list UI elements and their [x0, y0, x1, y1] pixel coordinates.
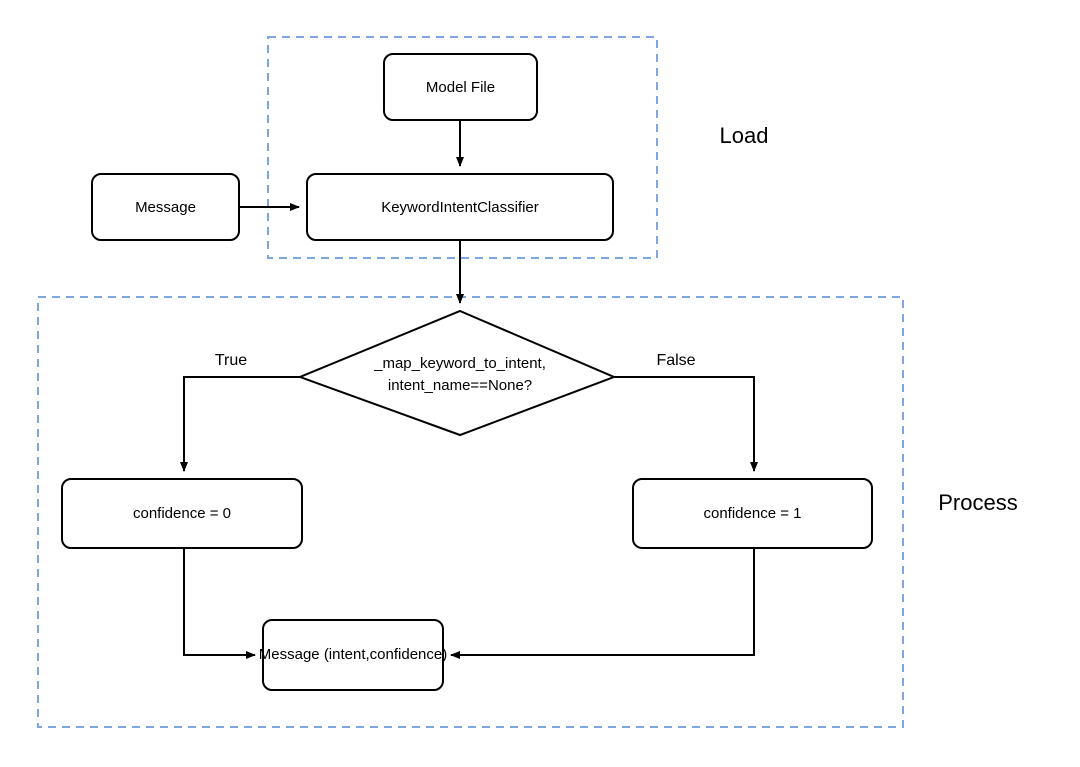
node-model-file-label: Model File — [426, 79, 495, 96]
node-confidence-zero-shape[interactable] — [61, 478, 303, 549]
group-container-load — [267, 36, 658, 259]
edge-confidence-one-to-message-out — [450, 548, 755, 659]
node-confidence-zero[interactable]: confidence = 0 — [61, 478, 303, 549]
group-label-load: Load — [720, 123, 769, 148]
group-label-process: Process — [938, 490, 1017, 515]
edge-label-true: True — [215, 352, 247, 369]
node-message-output-label: Message (intent,confidence) — [259, 646, 447, 663]
node-decision-shape[interactable] — [297, 309, 617, 437]
node-message-input-label: Message — [135, 199, 196, 216]
node-message-input[interactable]: Message — [91, 173, 240, 241]
node-decision-label-line2: intent_name==None? — [388, 377, 532, 394]
node-confidence-one-shape[interactable] — [632, 478, 873, 549]
node-confidence-one-label: confidence = 1 — [704, 505, 802, 522]
node-model-file[interactable]: Model File — [383, 53, 538, 121]
node-confidence-zero-label: confidence = 0 — [133, 505, 231, 522]
edge-confidence-zero-to-message-out — [183, 548, 256, 659]
edge-decision-false-to-confidence-one — [614, 376, 758, 472]
node-message-output[interactable]: Message (intent,confidence) — [259, 619, 447, 691]
node-message-input-shape[interactable] — [91, 173, 240, 241]
edge-label-false: False — [656, 352, 695, 369]
node-model-file-shape[interactable] — [383, 53, 538, 121]
node-keyword-intent-classifier[interactable]: KeywordIntentClassifier — [306, 173, 614, 241]
edge-decision-true-to-confidence-zero — [180, 376, 300, 472]
node-keyword-intent-classifier-label: KeywordIntentClassifier — [381, 199, 539, 216]
node-decision[interactable]: _map_keyword_to_intent, intent_name==Non… — [297, 309, 617, 437]
node-decision-label-line1: _map_keyword_to_intent, — [373, 355, 546, 372]
group-container-process — [37, 296, 904, 728]
node-confidence-one[interactable]: confidence = 1 — [632, 478, 873, 549]
node-message-output-shape[interactable] — [262, 619, 444, 691]
node-keyword-intent-classifier-shape[interactable] — [306, 173, 614, 241]
